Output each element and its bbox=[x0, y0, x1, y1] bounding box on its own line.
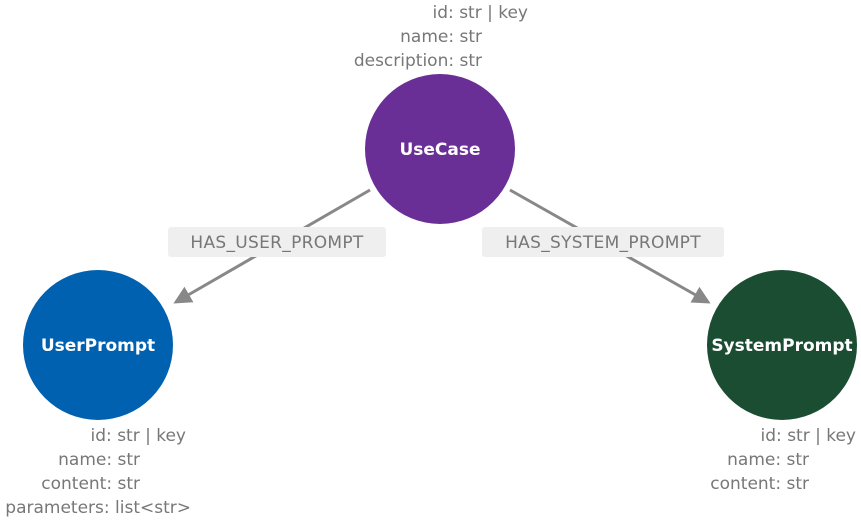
property-systemprompt-id: id: str | key bbox=[761, 426, 856, 446]
edge-has-system-prompt[interactable]: HAS_SYSTEM_PROMPT bbox=[482, 188, 724, 304]
property-usecase-description: description: str bbox=[354, 51, 482, 71]
node-circle-userprompt bbox=[23, 270, 173, 420]
edge-label-has-user-prompt: HAS_USER_PROMPT bbox=[190, 233, 364, 253]
node-userprompt[interactable]: UserPrompt bbox=[23, 270, 173, 420]
edge-label-bg bbox=[482, 227, 724, 257]
node-label-usecase: UseCase bbox=[399, 140, 480, 160]
property-userprompt-content: content: str bbox=[41, 474, 140, 494]
property-userprompt-parameters: parameters: list<str> bbox=[5, 498, 191, 518]
property-userprompt-id: id: str | key bbox=[91, 426, 186, 446]
node-usecase[interactable]: UseCase bbox=[365, 74, 515, 224]
property-systemprompt-name: name: str bbox=[727, 450, 809, 470]
properties-systemprompt: id: str | key name: str content: str bbox=[710, 426, 856, 494]
edge-label-has-system-prompt: HAS_SYSTEM_PROMPT bbox=[505, 233, 701, 253]
node-circle-systemprompt bbox=[707, 270, 857, 420]
node-label-userprompt: UserPrompt bbox=[41, 336, 155, 356]
property-userprompt-name: name: str bbox=[58, 450, 140, 470]
node-label-systemprompt: SystemPrompt bbox=[711, 336, 852, 356]
property-usecase-id: id: str | key bbox=[433, 3, 528, 23]
edge-label-bg bbox=[168, 227, 386, 257]
properties-usecase: id: str | key name: str description: str bbox=[354, 3, 528, 71]
node-systemprompt[interactable]: SystemPrompt bbox=[707, 270, 857, 420]
property-systemprompt-content: content: str bbox=[710, 474, 809, 494]
node-circle-usecase bbox=[365, 74, 515, 224]
property-usecase-name: name: str bbox=[400, 27, 482, 47]
edge-has-user-prompt[interactable]: HAS_USER_PROMPT bbox=[168, 188, 386, 304]
properties-userprompt: id: str | key name: str content: str par… bbox=[5, 426, 191, 518]
